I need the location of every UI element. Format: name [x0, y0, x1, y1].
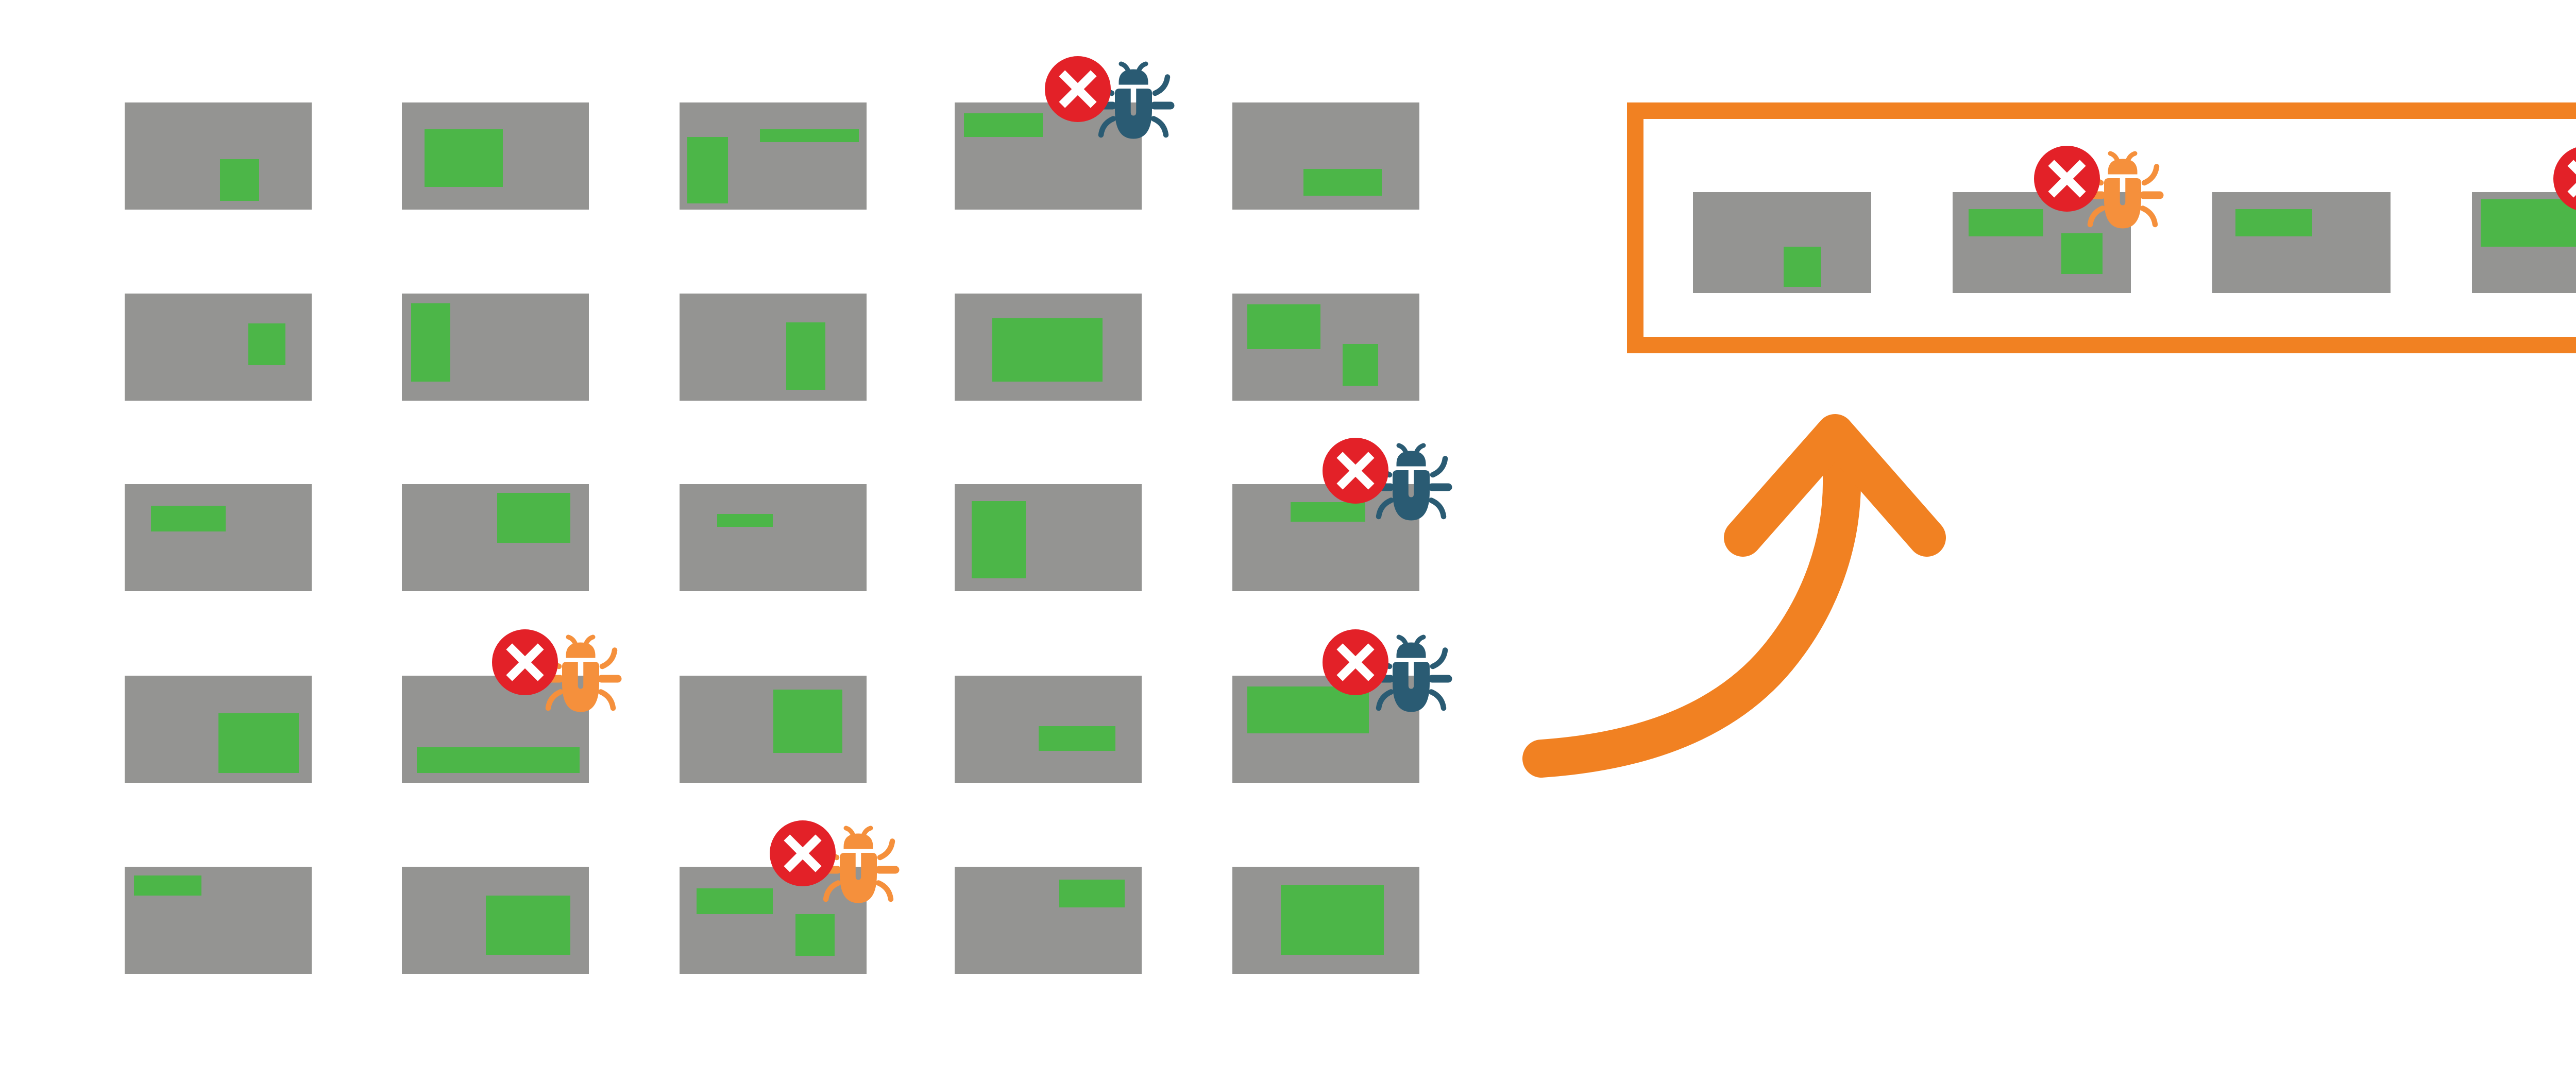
x-circle-icon	[492, 629, 558, 695]
coverage-rect	[2481, 199, 2576, 247]
coverage-rect	[497, 492, 570, 543]
coverage-rect	[795, 914, 835, 956]
selected-screen-tile	[2472, 147, 2576, 293]
arrow-head-icon	[1724, 414, 1946, 557]
screen-tile	[1232, 867, 1419, 974]
coverage-rect	[2235, 209, 2312, 237]
arrow-shaft	[1522, 459, 1861, 778]
coverage-rect	[1290, 502, 1365, 522]
selected-screen-tile	[1953, 146, 2164, 293]
x-circle-icon	[2034, 146, 2100, 212]
screen-tile	[1232, 629, 1452, 783]
highlighted-subset-box	[1627, 102, 2576, 353]
coverage-rect	[992, 318, 1103, 382]
coverage-rect	[486, 896, 570, 955]
screen-tile	[402, 867, 589, 974]
selected-screen-tile	[2212, 192, 2391, 293]
bug-icon	[1092, 61, 1175, 140]
coverage-rect	[248, 323, 286, 366]
screen-tile	[955, 867, 1142, 974]
screen-tile	[680, 676, 867, 783]
coverage-rect	[971, 501, 1026, 579]
coverage-rect	[2061, 233, 2103, 274]
screen-tile	[680, 484, 867, 591]
screen-tile	[125, 867, 312, 974]
coverage-rect	[1281, 885, 1384, 955]
screen-tile	[1232, 294, 1419, 401]
coverage-rect	[687, 136, 728, 203]
coverage-rect	[773, 690, 842, 753]
coverage-rect	[1343, 344, 1379, 386]
screen-tile	[680, 294, 867, 401]
coverage-rect	[1039, 726, 1116, 751]
x-circle-icon	[1323, 629, 1388, 695]
screen-tile	[125, 484, 312, 591]
x-circle-icon	[1323, 438, 1388, 504]
bug-icon	[817, 826, 900, 904]
coverage-rect	[424, 129, 503, 187]
coverage-rect	[717, 514, 773, 527]
coverage-rect	[786, 322, 826, 390]
screen-tile	[1232, 438, 1452, 591]
coverage-rect	[964, 113, 1043, 137]
coverage-rect	[1969, 209, 2044, 237]
screen-tile	[125, 294, 312, 401]
coverage-rect	[1247, 304, 1320, 350]
screen-tile	[955, 676, 1142, 783]
x-circle-icon	[1045, 56, 1111, 122]
screen-tile	[680, 102, 867, 210]
screen-tile	[680, 820, 900, 974]
screen-tile	[125, 676, 312, 783]
coverage-rect	[411, 303, 451, 382]
coverage-rect	[417, 747, 580, 774]
x-circle-icon	[2553, 146, 2576, 212]
coverage-rect	[150, 505, 226, 531]
coverage-rect	[1784, 246, 1822, 287]
screen-tile	[402, 484, 589, 591]
screen-tile	[402, 629, 622, 783]
screen-tile	[955, 56, 1175, 210]
screen-tile	[125, 102, 312, 210]
screen-tile	[1232, 102, 1419, 210]
coverage-rect	[218, 713, 299, 774]
screen-tile	[402, 102, 589, 210]
coverage-rect	[220, 159, 260, 201]
screen-tile	[955, 294, 1142, 401]
coverage-rect	[1303, 168, 1382, 196]
coverage-rect	[134, 875, 201, 896]
screen-tile	[955, 484, 1142, 591]
screen-tile	[402, 294, 589, 401]
coverage-rect	[696, 888, 773, 914]
coverage-rect	[760, 129, 859, 142]
coverage-rect	[1059, 879, 1125, 908]
x-circle-icon	[770, 820, 836, 886]
selected-screen-tile	[1693, 192, 1871, 293]
